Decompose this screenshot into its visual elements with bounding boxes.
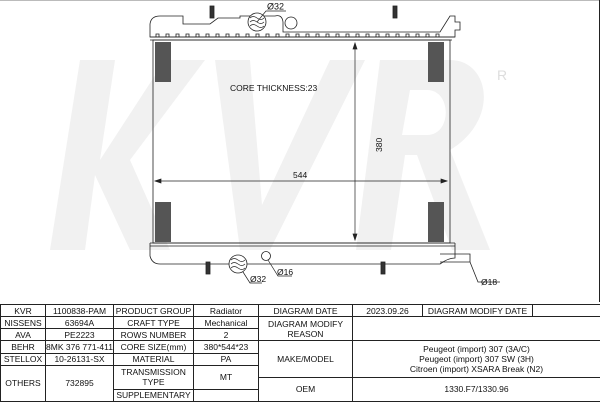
ava-label: AVA <box>0 328 46 342</box>
product-group-value: Radiator <box>193 303 259 318</box>
bottom-tank <box>149 242 500 283</box>
table-row: AVA PE2223 ROWS NUMBER 2 <box>0 328 600 342</box>
table-row: BEHR 8MK 376 771-411 CORE SIZE(mm) 380*5… <box>0 340 600 378</box>
height-dimension: 380 <box>374 138 384 152</box>
core-size-value: 380*544*23 <box>193 340 259 354</box>
kvr-value: 1100838-PAM <box>45 303 114 318</box>
transmission-label: TRANSMISSION TYPE <box>113 364 194 390</box>
diagram-modify-date-value <box>532 303 600 318</box>
material-label: MATERIAL <box>113 352 194 366</box>
make-model-values: Peugeot (import) 307 (3A/C) Peugeot (imp… <box>352 340 600 378</box>
table-row: OEM 1330.F7/1330.96 <box>1 376 600 402</box>
svg-text:R: R <box>497 67 507 83</box>
table-row: NISSENS 63694A CRAFT TYPE Mechanical DIA… <box>0 316 600 342</box>
nissens-value: 63694A <box>45 316 114 330</box>
diagram-modify-reason-value <box>352 316 600 342</box>
rows-number-label: ROWS NUMBER <box>113 328 194 342</box>
kvr-watermark: R <box>50 60 507 250</box>
dimension-lines <box>153 41 449 242</box>
diagram-modify-date-label: DIAGRAM MODIFY DATE <box>422 303 533 318</box>
craft-type-value: Mechanical <box>193 316 259 330</box>
stellox-value: 10-26131-SX <box>45 352 114 366</box>
diagram-date-label: DIAGRAM DATE <box>258 303 353 318</box>
ava-value: PE2223 <box>45 328 114 342</box>
make-model-item: Citroen (import) XSARA Break (N2) <box>409 364 544 375</box>
core-size-label: CORE SIZE(mm) <box>113 340 194 354</box>
inlet-label-backdrop <box>266 1 286 10</box>
others-label: OTHERS <box>0 364 46 402</box>
table-row: OTHERS 732895 TRANSMISSION TYPE MT <box>0 364 600 402</box>
table-row: SUPPLEMENTARY <box>1 388 600 402</box>
oem-value: 1330.F7/1330.96 <box>352 376 600 402</box>
make-model-item: Peugeot (import) 307 (3A/C) <box>423 344 530 355</box>
rows-number-value: 2 <box>193 328 259 342</box>
supplementary-label: SUPPLEMENTARY <box>113 388 194 402</box>
material-value: PA <box>193 352 259 366</box>
table-row: KVR 1100838-PAM PRODUCT GROUP Radiator D… <box>0 303 600 318</box>
core-thickness-label: CORE THICKNESS:23 <box>230 83 318 93</box>
inlet-pipe <box>247 10 286 32</box>
pipe-diameter-label: Ø18 <box>481 277 497 287</box>
diagram-modify-reason-label: DIAGRAM MODIFY REASON <box>258 316 353 342</box>
transmission-value: MT <box>193 364 259 390</box>
make-model-label: MAKE/MODEL <box>258 340 353 378</box>
spec-table: KVR 1100838-PAM PRODUCT GROUP Radiator D… <box>0 303 600 402</box>
inlet-diameter-label: Ø32 <box>267 2 284 12</box>
make-model-item: Peugeot (import) 307 SW (3H) <box>419 354 534 365</box>
drain-diameter-label: Ø16 <box>277 267 293 277</box>
supplementary-value <box>193 388 259 402</box>
others-value: 732895 <box>45 364 114 402</box>
nissens-label: NISSENS <box>0 316 46 330</box>
product-group-label: PRODUCT GROUP <box>113 303 194 318</box>
diagram-date-value: 2023.09.26 <box>352 303 423 318</box>
craft-type-label: CRAFT TYPE <box>113 316 194 330</box>
behr-value: 8MK 376 771-411 <box>45 340 114 354</box>
table-row: STELLOX 10-26131-SX MATERIAL PA <box>0 352 600 366</box>
stellox-label: STELLOX <box>0 352 46 366</box>
top-border <box>0 0 600 1</box>
top-tank <box>149 5 461 41</box>
behr-label: BEHR <box>0 340 46 354</box>
outlet-diameter-label: Ø32 <box>250 274 266 284</box>
outlet-pipe <box>228 251 292 284</box>
oem-label: OEM <box>258 376 353 402</box>
width-dimension: 544 <box>293 170 307 180</box>
kvr-label: KVR <box>0 303 46 318</box>
radiator-drawing: R Ø32 CORE THICKNESS:23 544 380 <box>50 1 507 287</box>
